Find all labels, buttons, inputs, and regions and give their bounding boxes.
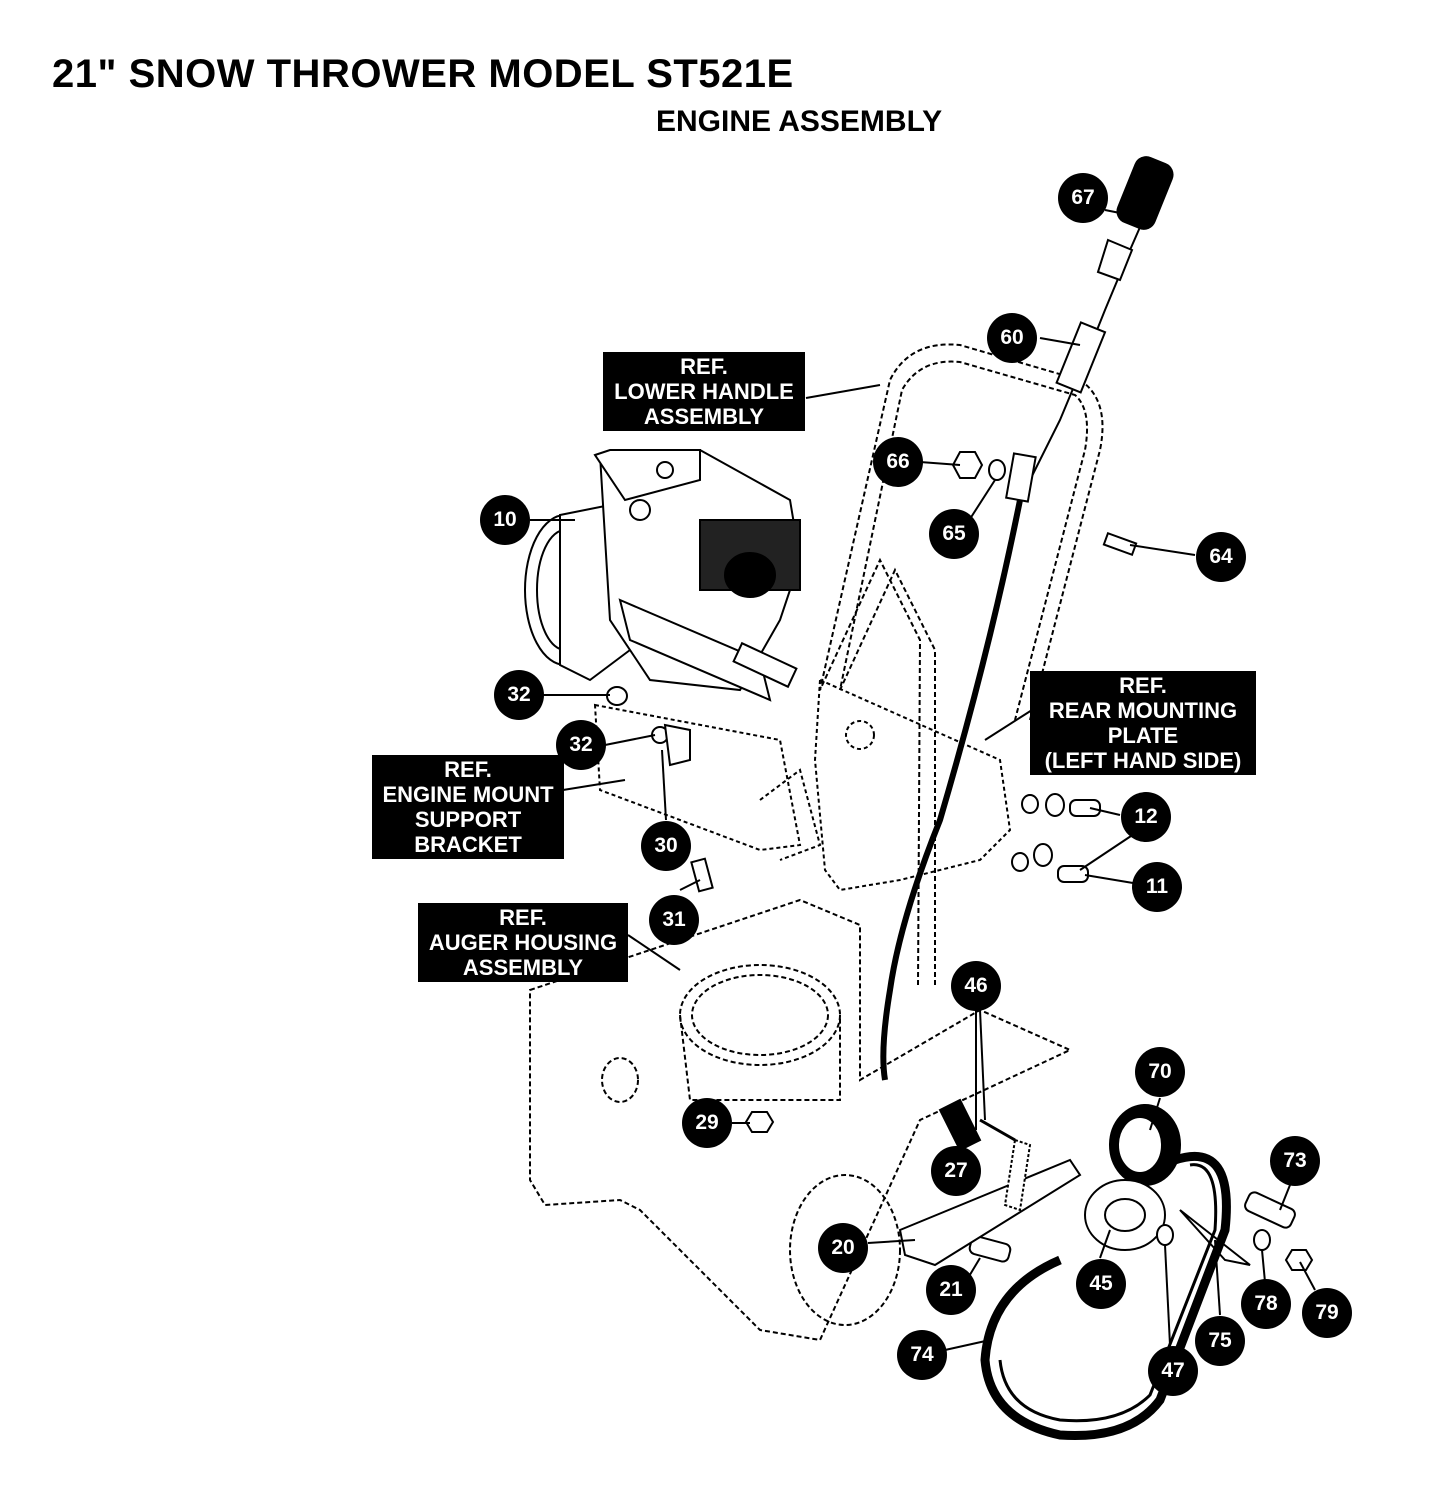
callout-11: 11 (1132, 862, 1182, 912)
ref-label-auger-housing: REF. AUGER HOUSING ASSEMBLY (418, 903, 628, 982)
callout-64: 64 (1196, 532, 1246, 582)
rear-mounting-plate-drawing (813, 678, 1012, 892)
callout-32-upper: 32 (494, 670, 544, 720)
callout-20: 20 (818, 1223, 868, 1273)
page-subtitle: ENGINE ASSEMBLY (656, 105, 943, 138)
ref-label-rear-mounting-plate: REF. REAR MOUNTING PLATE (LEFT HAND SIDE… (1030, 671, 1256, 775)
callout-29: 29 (682, 1098, 732, 1148)
engine-mount-bracket-drawing (593, 703, 822, 861)
ref-label-engine-mount: REF. ENGINE MOUNT SUPPORT BRACKET (372, 755, 564, 859)
callout-27: 27 (931, 1146, 981, 1196)
callout-31: 31 (649, 895, 699, 945)
auger-housing-drawing (529, 898, 1073, 1342)
leader-lines (530, 209, 1316, 1351)
callout-60: 60 (987, 313, 1037, 363)
callout-65: 65 (929, 509, 979, 559)
ref-label-lower-handle: REF. LOWER HANDLE ASSEMBLY (603, 352, 805, 431)
pulley-and-belt-drawing (980, 1104, 1231, 1441)
callout-66: 66 (873, 437, 923, 487)
callout-21: 21 (926, 1265, 976, 1315)
page-title: 21" SNOW THROWER MODEL ST521E (52, 52, 794, 96)
callout-46: 46 (951, 961, 1001, 1011)
callout-67: 67 (1058, 173, 1108, 223)
callout-12: 12 (1121, 792, 1171, 842)
hardware-drawing (606, 451, 1314, 1271)
callout-79: 79 (1302, 1288, 1352, 1338)
callout-10: 10 (480, 495, 530, 545)
callout-30: 30 (641, 821, 691, 871)
callout-70: 70 (1135, 1047, 1185, 1097)
callout-78: 78 (1241, 1279, 1291, 1329)
callout-32-lower: 32 (556, 720, 606, 770)
callout-74: 74 (897, 1330, 947, 1380)
callout-45: 45 (1076, 1259, 1126, 1309)
idler-bracket-drawing (898, 1098, 1251, 1267)
callout-47: 47 (1148, 1346, 1198, 1396)
control-cable-drawing (880, 156, 1174, 1081)
callout-75: 75 (1195, 1316, 1245, 1366)
callout-73: 73 (1270, 1136, 1320, 1186)
engine-drawing (524, 448, 802, 702)
lower-handle-drawing (819, 343, 1104, 986)
